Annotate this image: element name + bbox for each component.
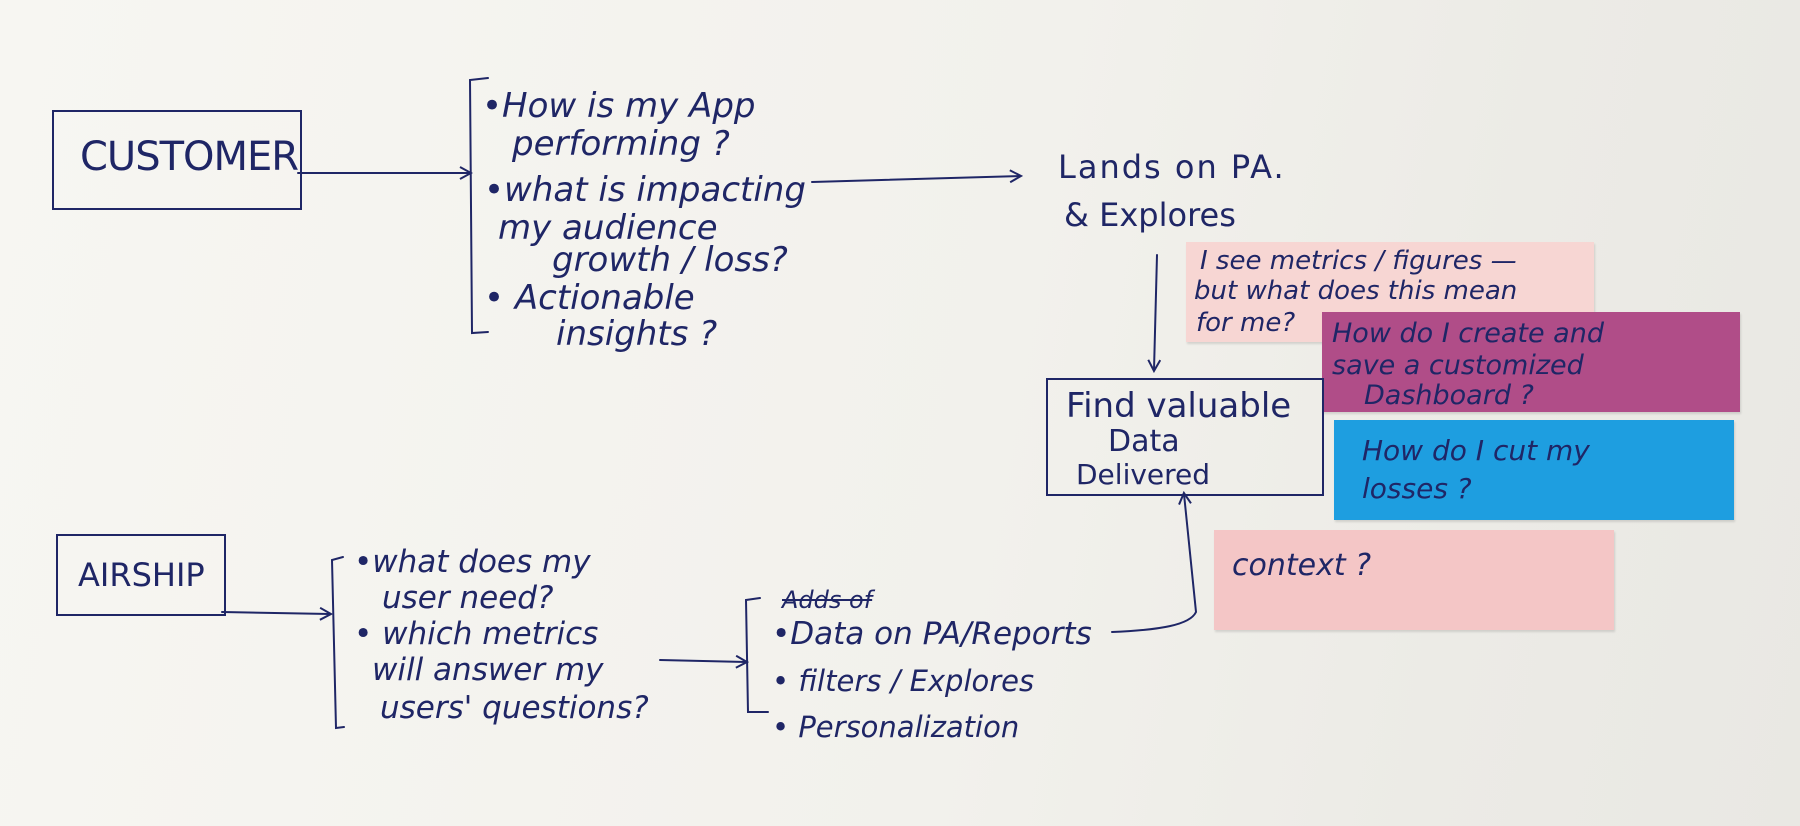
sticky-note-text: How do I cut my [1362,434,1590,467]
sticky-note-text: losses ? [1362,472,1472,505]
airship-question-line: user need? [382,580,554,616]
customer-question-line: •what is impacting [484,170,806,210]
sticky-note-magenta-dashboard: How do I create and save a customized Da… [1322,312,1740,412]
find-data-box: Find valuable Data Delivered [1046,378,1324,496]
sticky-note-pink-context: context ? [1214,530,1614,630]
bracket-airship-questions [330,556,345,730]
deliverable-item: •Data on PA/Reports [772,616,1092,652]
arrow-airship-to-deliverables [659,660,746,662]
sticky-note-text: context ? [1232,548,1372,583]
airship-question-line: users' questions? [380,690,649,726]
bracket-customer-questions [468,77,489,335]
airship-question-line: • which metrics [354,616,599,652]
lands-line-1: Lands on PA. [1058,148,1286,186]
airship-question-line: will answer my [372,652,604,688]
sticky-note-blue-losses: How do I cut my losses ? [1334,420,1734,520]
airship-box: AIRSHIP [56,534,226,616]
arrow-lands-to-find [1154,254,1157,370]
arrow-airship-to-questions [221,612,330,614]
customer-label: CUSTOMER [80,134,299,180]
find-line-1: Find valuable [1066,386,1292,426]
arrow-questions-to-lands [811,176,1020,182]
deliverable-item: • filters / Explores [772,664,1035,698]
sticky-note-text: I see metrics / figures — [1200,246,1517,276]
customer-question-line: growth / loss? [552,240,788,280]
sticky-note-text: Dashboard ? [1364,380,1534,411]
deliverables-struck-text: Adds of [782,586,873,614]
customer-question-line: my audience [498,208,718,248]
airship-question-line: •what does my [354,544,591,580]
customer-question-line: insights ? [556,314,718,354]
customer-question-line: performing ? [512,124,730,164]
bracket-deliverables [744,597,769,713]
customer-question-line: •How is my App [482,86,756,126]
customer-question-line: • Actionable [484,278,695,318]
sticky-note-text: but what does this mean [1194,276,1518,306]
arrow-deliverables-to-find [1111,494,1198,633]
deliverable-item: • Personalization [772,710,1020,744]
lands-line-2: & Explores [1064,196,1236,234]
customer-box: CUSTOMER [52,110,302,210]
find-line-3: Delivered [1076,458,1211,491]
sticky-note-text: How do I create and [1332,318,1604,349]
airship-label: AIRSHIP [78,556,205,594]
sticky-note-text: for me? [1196,308,1296,338]
sticky-note-text: save a customized [1332,350,1584,381]
find-line-2: Data [1108,424,1180,459]
